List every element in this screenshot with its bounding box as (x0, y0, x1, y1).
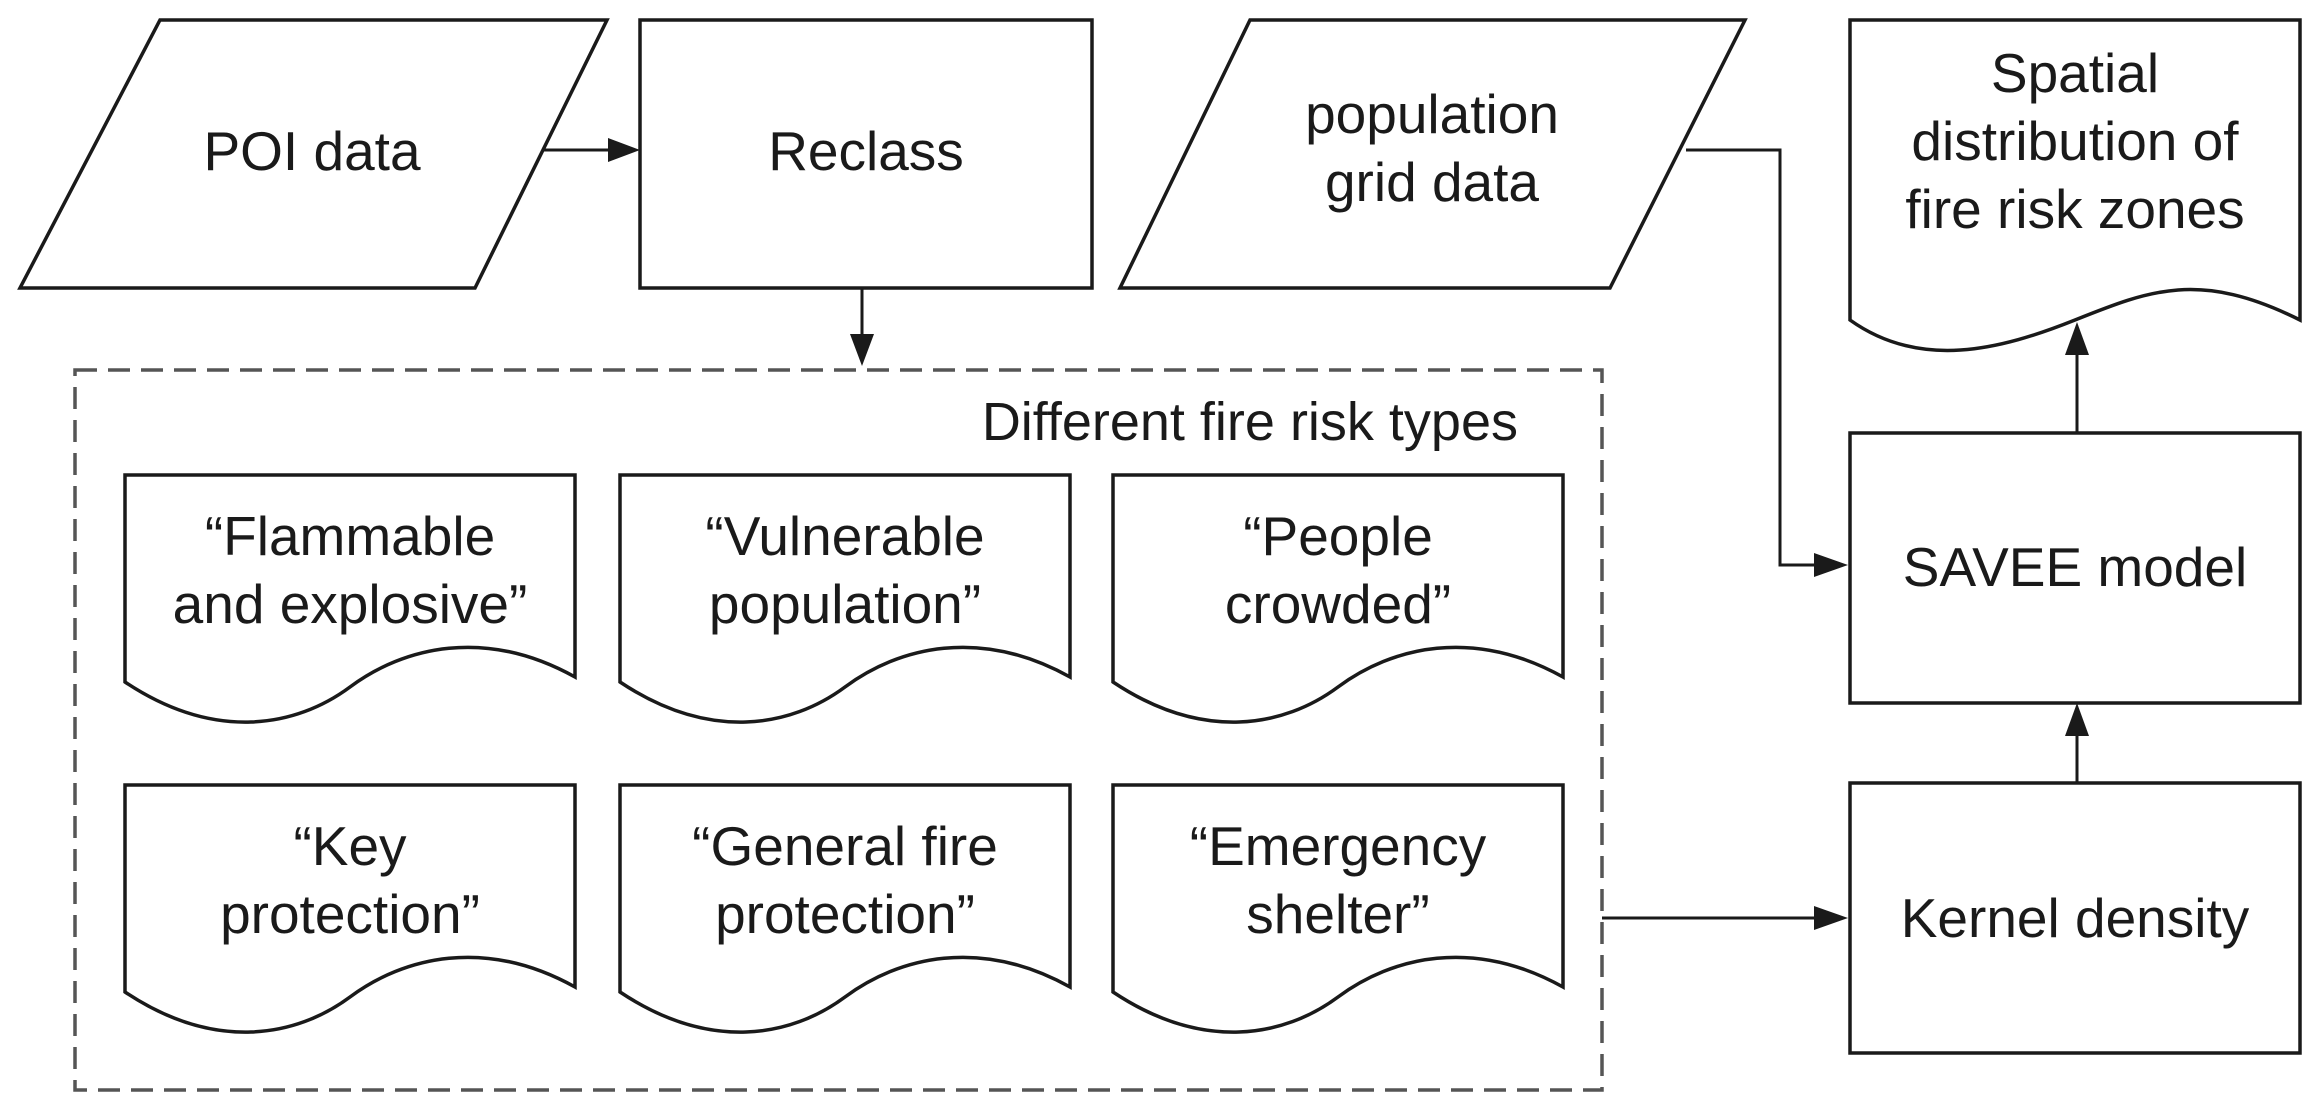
savee-box (1848, 431, 2302, 705)
node-poi-data: POI data (17, 18, 610, 290)
reclass-label: Reclass (768, 120, 964, 182)
reclass-box (638, 18, 1094, 290)
document-shape (1111, 783, 1565, 1034)
arrowhead-spatial (2065, 322, 2089, 355)
savee-label: SAVEE model (1903, 536, 2247, 598)
arrowhead-reclass (608, 138, 640, 162)
node-savee-model: SAVEE model (1848, 431, 2302, 705)
node-reclass: Reclass (638, 18, 1094, 290)
document-shape (618, 473, 1072, 724)
group-dashed-border (73, 368, 1604, 1092)
poi-data-label: POI data (203, 120, 420, 182)
document-shape (123, 783, 577, 1034)
kernel-label: Kernel density (1901, 887, 2250, 949)
arrowhead-savee-left (1814, 553, 1848, 577)
document-shape (123, 473, 577, 724)
connectors (540, 138, 2089, 930)
group-title: Different fire risk types (982, 392, 1518, 452)
arrowhead-kernel (1814, 906, 1848, 930)
kernel-box (1848, 781, 2302, 1055)
arrow-population-to-savee (1686, 148, 1815, 567)
poi-data-parallelogram (17, 18, 610, 290)
node-kernel-density: Kernel density (1848, 781, 2302, 1055)
document-shape (1111, 473, 1565, 724)
document-shape (618, 783, 1072, 1034)
population-parallelogram (1117, 18, 1748, 290)
spatial-document-shape (1848, 18, 2302, 353)
arrowhead-group (850, 334, 874, 366)
arrowhead-savee-bottom (2065, 703, 2089, 736)
